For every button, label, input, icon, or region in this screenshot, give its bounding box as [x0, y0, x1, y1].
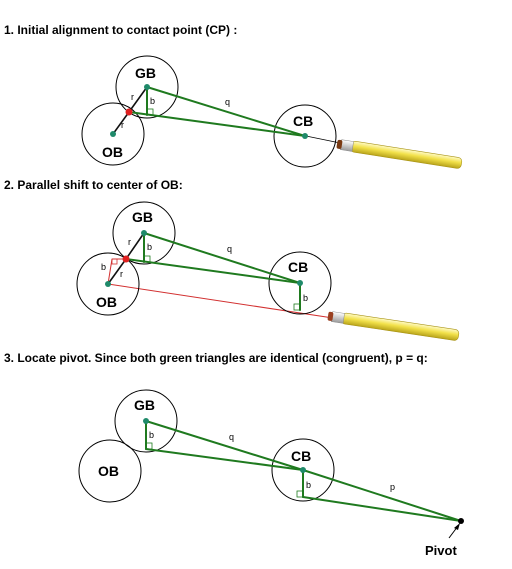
step-3-gb-center	[143, 418, 149, 424]
step-3-line-p	[302, 469, 462, 522]
step-1-ob-label: OB	[102, 144, 123, 160]
step-2-ob-center	[105, 281, 111, 287]
step-2-ob-label: OB	[96, 294, 117, 310]
step-1-aim-line	[128, 111, 306, 137]
step-1-radius-gb	[128, 86, 148, 113]
step-1-radius-ob	[112, 111, 130, 135]
step-3-ob-label: OB	[98, 463, 119, 479]
step-2-cb-label: CB	[288, 259, 308, 275]
step-1-right-angle	[146, 108, 154, 116]
step-2-q-label: q	[227, 244, 232, 254]
step-3-cue-ball	[271, 438, 335, 502]
step-1-cue-ball	[273, 104, 337, 168]
step-2-radius-ob	[107, 258, 127, 285]
step-1-cb-center	[302, 133, 308, 139]
step-1-ob-center	[110, 131, 116, 137]
step-3-right-angle-cb	[296, 490, 304, 498]
step-2-offset-b-ob	[107, 258, 113, 285]
step-2-r2-label: r	[120, 269, 123, 279]
step-1-heading: 1. Initial alignment to contact point (C…	[4, 23, 237, 37]
step-3-p-label: p	[390, 482, 395, 492]
step-2-cue-ball	[268, 251, 332, 315]
step-1-b-label: b	[150, 96, 155, 106]
step-2-r1-label: r	[128, 237, 131, 247]
step-2-radius-gb	[125, 232, 145, 260]
step-2-b-gb-label: b	[147, 242, 152, 252]
step-3-base-1	[145, 448, 304, 471]
step-3-pivot-point	[458, 518, 464, 524]
step-2-right-angle-cb	[293, 303, 301, 311]
step-2-gb-label: GB	[132, 209, 153, 225]
step-2-aim-line	[125, 258, 301, 284]
step-2-cb-center	[297, 280, 303, 286]
step-2-right-angle-gb	[143, 255, 151, 263]
step-3-cb-center	[300, 467, 306, 473]
step-1-contact-point	[125, 108, 133, 116]
step-2-right-angle-ob	[111, 258, 118, 265]
step-3-b-cb-label: b	[306, 480, 311, 490]
step-3-right-angle-gb	[145, 442, 153, 450]
step-1-r2-label: r	[121, 120, 124, 130]
step-2-cue-stick	[327, 311, 460, 341]
step-2-object-ball	[76, 252, 140, 316]
step-3-heading: 3. Locate pivot. Since both green triang…	[4, 351, 428, 365]
step-1-cue-stick	[336, 139, 463, 169]
step-2-b-cb-label: b	[303, 293, 308, 303]
step-2-line-q	[143, 232, 301, 284]
step-3-b-gb-label: b	[149, 430, 154, 440]
step-1-ghost-ball	[115, 55, 179, 119]
step-2: 2. Parallel shift to center of OB: GB OB…	[4, 178, 460, 341]
step-2-contact-point	[122, 255, 130, 263]
step-1-q-label: q	[225, 97, 230, 107]
step-1-r1-label: r	[131, 92, 134, 102]
step-3-line-q	[145, 420, 304, 471]
step-2-b-ob-label: b	[101, 262, 106, 272]
step-3-pivot-label: Pivot	[425, 543, 457, 558]
step-1-object-ball	[81, 102, 145, 166]
step-3-q-label: q	[229, 432, 234, 442]
step-3-cb-label: CB	[291, 448, 311, 464]
step-1-gb-label: GB	[135, 65, 156, 81]
step-1: 1. Initial alignment to contact point (C…	[4, 23, 463, 169]
step-3-object-ball	[78, 439, 142, 503]
step-3-ghost-ball	[114, 389, 178, 453]
step-2-gb-center	[141, 230, 147, 236]
step-2-shifted-line	[107, 283, 334, 319]
step-3: 3. Locate pivot. Since both green triang…	[4, 351, 464, 558]
step-3-base-2	[302, 496, 462, 522]
step-3-gb-label: GB	[134, 397, 155, 413]
step-2-ghost-ball	[112, 201, 176, 265]
step-2-heading: 2. Parallel shift to center of OB:	[4, 178, 183, 192]
step-1-line-q	[146, 86, 306, 137]
step-1-gb-center	[144, 84, 150, 90]
step-1-cb-label: CB	[293, 113, 313, 129]
